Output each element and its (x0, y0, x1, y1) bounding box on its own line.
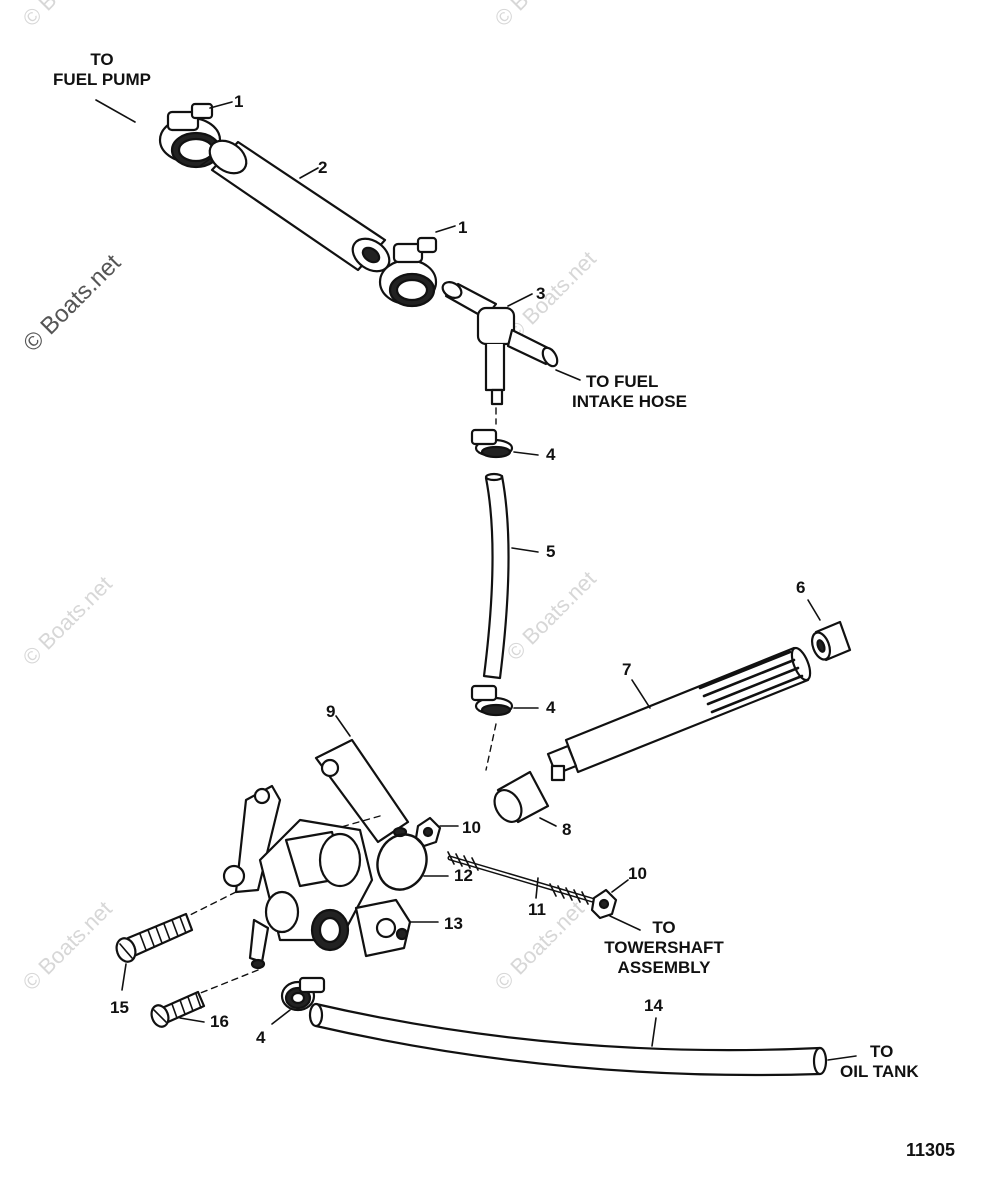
leader-line (511, 547, 539, 553)
oil-pump-body (222, 784, 412, 970)
leader-line (209, 101, 233, 109)
callout-3: 3 (536, 284, 546, 303)
callout-4: 4 (256, 1028, 266, 1047)
leader-line (807, 599, 821, 621)
callout-10: 10 (462, 818, 481, 837)
screw-long (115, 912, 194, 963)
callout-5: 5 (546, 542, 556, 561)
callout-12: 12 (454, 866, 473, 885)
fuel-hose (208, 139, 391, 273)
callout-13: 13 (444, 914, 463, 933)
leader-line (513, 451, 539, 456)
link-arm (314, 738, 410, 844)
bushing (810, 620, 852, 662)
hose-clamp-lower (378, 236, 438, 308)
callout-1: 1 (458, 218, 468, 237)
label-to-fuel-pump: TO FUEL PUMP (53, 50, 151, 89)
callout-7: 7 (622, 660, 632, 679)
leader-line (535, 877, 539, 899)
nut-lower (590, 888, 618, 920)
leader-line (609, 915, 641, 931)
callout-4: 4 (546, 698, 556, 717)
nut-upper (414, 816, 442, 848)
leader-line (435, 225, 456, 233)
leader-line (335, 715, 351, 737)
leader-line (631, 679, 651, 709)
leader-line (611, 879, 629, 893)
leader-line (95, 99, 136, 123)
leader-line (539, 817, 557, 827)
callout-6: 6 (796, 578, 806, 597)
callout-11: 11 (528, 900, 546, 919)
callout-10: 10 (628, 864, 647, 883)
oil-hose (482, 472, 510, 680)
label-to-fuel-intake-hose: TO FUEL INTAKE HOSE (572, 372, 687, 411)
callout-8: 8 (562, 820, 572, 839)
hose-clamp-small-upper (470, 428, 514, 459)
callout-4: 4 (546, 445, 556, 464)
leader-line (651, 1017, 657, 1047)
callout-2: 2 (318, 158, 328, 177)
drive-shaft (546, 646, 812, 782)
link-rod (447, 851, 595, 905)
callout-16: 16 (210, 1012, 229, 1031)
leader-line (121, 963, 127, 991)
assembly-centerline (197, 969, 259, 995)
sleeve (493, 770, 550, 824)
label-to-oil-tank: TO OIL TANK (840, 1042, 919, 1081)
callout-1: 1 (234, 92, 244, 111)
callout-9: 9 (326, 702, 336, 721)
leader-line (555, 369, 581, 381)
screw-short (150, 990, 206, 1028)
leader-line (507, 293, 533, 307)
callout-15: 15 (110, 998, 129, 1017)
leader-line (299, 167, 319, 179)
hose-clamp-small-middle (470, 684, 514, 717)
leader-line (827, 1055, 857, 1061)
assembly-centerline (485, 723, 497, 771)
leader-line (271, 1009, 291, 1025)
o-ring (376, 833, 428, 891)
oil-tank-hose (308, 1002, 828, 1077)
tee-fitting (441, 281, 559, 406)
hose-clamp-small-lower (280, 976, 326, 1012)
leader-line (179, 1017, 205, 1023)
label-to-towershaft-assembly: TO TOWERSHAFT ASSEMBLY (604, 918, 724, 977)
callout-14: 14 (644, 996, 663, 1015)
figure-number: 11305 (906, 1140, 956, 1160)
